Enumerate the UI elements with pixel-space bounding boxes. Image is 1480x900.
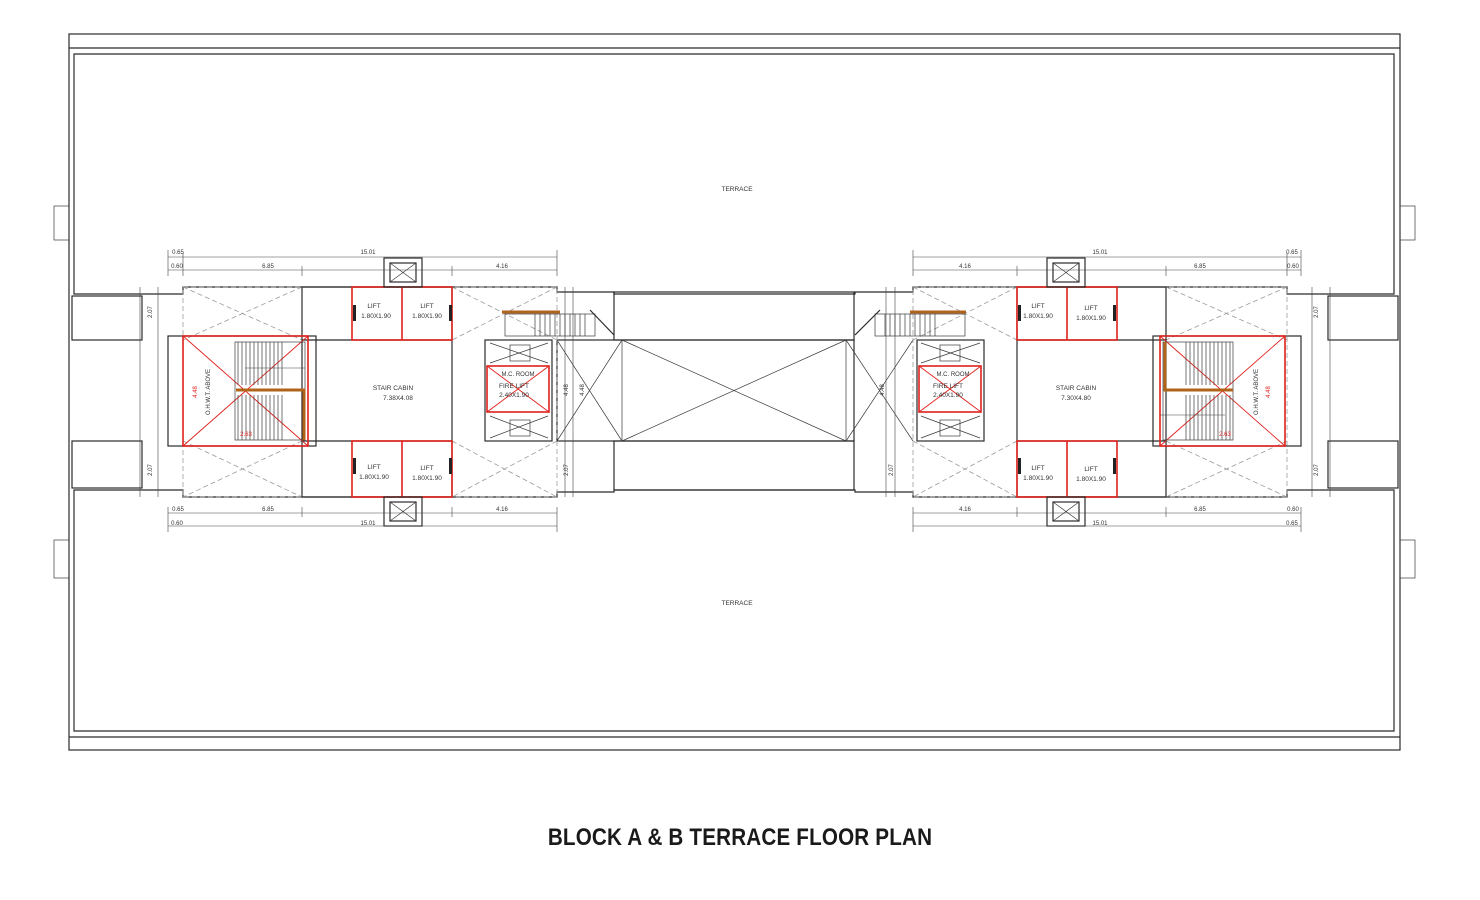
fire-lift-right: M.C. ROOM FIRE LIFT 2.40X1.90 (916, 339, 985, 442)
central-corridor (556, 291, 914, 491)
lift-label-left-1: LIFT (367, 303, 380, 310)
fire-lift-label-left: FIRE LIFT (499, 383, 529, 390)
ohwt-label-right: O.H.W.T. ABOVE (1254, 369, 1260, 415)
dim-right-bottom-3: 15.01 (1092, 521, 1108, 527)
fire-lift-left: M.C. ROOM FIRE LIFT 2.40X1.90 (484, 339, 553, 442)
fire-lift-size-right: 2.40X1.90 (933, 392, 963, 399)
dims-right: 15.01 0.65 4.16 6.85 0.60 4.16 6.85 0.60… (880, 250, 1331, 532)
stair-right: O.H.W.T. ABOVE 4.48 2.63 (1159, 335, 1286, 447)
terrace-label-top: TERRACE (721, 186, 753, 193)
stair-red-dim-left-1: 4.48 (193, 386, 199, 398)
fire-lift-size-left: 2.40X1.90 (499, 392, 529, 399)
lift-label-left-2: LIFT (420, 303, 433, 310)
mc-room-label-right: M.C. ROOM (937, 372, 970, 378)
stair-red-dim-right-1: 4.48 (1266, 386, 1272, 398)
stair-cabin-size-right: 7.30X4.80 (1061, 395, 1091, 402)
lift-label-right-3: LIFT (1031, 465, 1044, 472)
mc-room-label-left: M.C. ROOM (502, 372, 535, 378)
dim-right-bottom-0: 4.16 (959, 507, 971, 513)
fire-lift-label-right: FIRE LIFT (933, 383, 963, 390)
dim-left-bottom-4: 15.01 (360, 521, 376, 527)
dim-right-top-1: 0.65 (1286, 250, 1298, 256)
dim-right-bottom-4: 0.65 (1286, 521, 1298, 527)
lift-group-left-bottom: LIFT 1.80X1.90 LIFT 1.80X1.90 (351, 440, 453, 498)
lift-label-right-4: LIFT (1084, 466, 1097, 473)
dim-left-top-1: 15.01 (360, 250, 376, 256)
lift-size-left-1: 1.80X1.90 (361, 313, 391, 320)
dim-left-top-0: 0.65 (172, 250, 184, 256)
lift-size-left-2: 1.80X1.90 (412, 313, 442, 320)
stair-left: O.H.W.T. ABOVE 4.48 2.63 (182, 335, 309, 447)
terrace-label-bottom: TERRACE (721, 600, 753, 607)
lift-size-right-4: 1.80X1.90 (1076, 476, 1106, 483)
building-outline (53, 33, 1416, 751)
lift-size-left-4: 1.80X1.90 (412, 475, 442, 482)
dim-left-bottom-1: 6.85 (262, 507, 274, 513)
lift-size-right-2: 1.80X1.90 (1076, 315, 1106, 322)
lift-group-right-bottom: LIFT 1.80X1.90 LIFT 1.80X1.90 (1016, 440, 1118, 498)
dim-right-top-0: 15.01 (1092, 250, 1108, 256)
dim-right-side-2: 4.48 (880, 384, 886, 396)
dim-left-bottom-3: 0.60 (171, 521, 183, 527)
dim-right-side-1: 2.07 (1314, 464, 1320, 476)
stair-cabin-label-left: STAIR CABIN (373, 385, 414, 392)
dim-left-bottom-0: 0.65 (172, 507, 184, 513)
dim-right-side-3: 2.07 (889, 464, 895, 476)
dim-right-side-0: 2.07 (1314, 306, 1320, 318)
lift-size-right-3: 1.80X1.90 (1023, 475, 1053, 482)
stair-red-dim-right-2: 2.63 (1219, 432, 1231, 438)
lift-group-left-top: LIFT 1.80X1.90 LIFT 1.80X1.90 (351, 286, 453, 341)
lift-label-left-4: LIFT (420, 465, 433, 472)
lift-size-left-3: 1.80X1.90 (359, 474, 389, 481)
dim-right-top-2: 4.16 (959, 264, 971, 270)
dim-left-top-3: 6.85 (262, 264, 274, 270)
dim-left-side-1: 2.07 (148, 464, 154, 476)
dim-right-bottom-1: 6.85 (1194, 507, 1206, 513)
dims-left: 0.65 15.01 0.60 6.85 4.16 0.65 6.85 4.16… (139, 250, 586, 532)
lift-label-right-1: LIFT (1031, 303, 1044, 310)
terrace-top: TERRACE (73, 53, 1395, 295)
lift-size-right-1: 1.80X1.90 (1023, 313, 1053, 320)
dim-left-side-0: 2.07 (148, 306, 154, 318)
dim-left-bottom-2: 4.16 (496, 507, 508, 513)
dim-right-top-4: 0.60 (1287, 264, 1299, 270)
dim-left-side-2: 4.48 (564, 384, 570, 396)
dim-left-top-2: 0.60 (171, 264, 183, 270)
block-left: O.H.W.T. ABOVE 4.48 2.63 STAIR CABIN 7.3… (139, 250, 615, 532)
stair-red-dim-left-2: 2.63 (240, 432, 252, 438)
stair-cabin-size-left: 7.38X4.08 (383, 395, 413, 402)
ohwt-label-left: O.H.W.T. ABOVE (206, 369, 212, 415)
dim-left-side-4: 2.07 (564, 464, 570, 476)
stair-cabin-label-right: STAIR CABIN (1056, 385, 1097, 392)
lift-label-right-2: LIFT (1084, 305, 1097, 312)
plan-title: BLOCK A & B TERRACE FLOOR PLAN (547, 824, 933, 851)
dim-right-bottom-2: 0.60 (1287, 507, 1299, 513)
lift-label-left-3: LIFT (367, 464, 380, 471)
end-wings (71, 295, 1399, 489)
dim-left-top-4: 4.16 (496, 264, 508, 270)
block-right: O.H.W.T. ABOVE 4.48 2.63 STAIR CABIN 7.3… (854, 250, 1331, 532)
lift-group-right-top: LIFT 1.80X1.90 LIFT 1.80X1.90 (1016, 286, 1118, 341)
dim-left-side-3: 4.48 (580, 384, 586, 396)
dim-right-top-3: 6.85 (1194, 264, 1206, 270)
